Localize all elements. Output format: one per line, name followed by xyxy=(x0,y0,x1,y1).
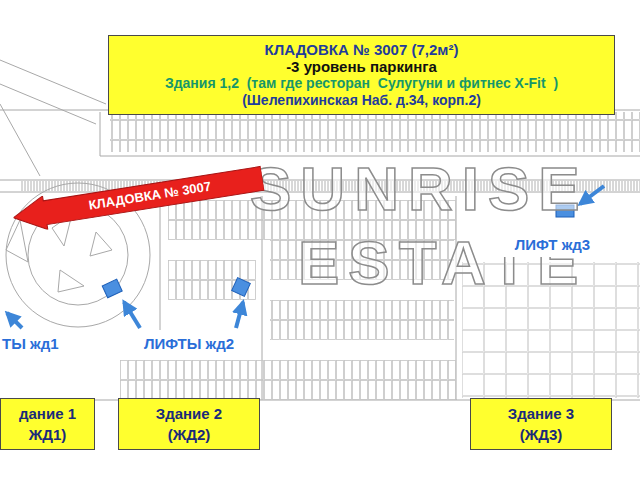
ramp-triangle xyxy=(6,220,28,262)
lift-pointer xyxy=(236,302,243,328)
info-banner: КЛАДОВКА № 3007 (7,2м²)-3 уровень паркин… xyxy=(108,35,615,115)
lift-label: ЛИФТ жд3 xyxy=(490,232,615,257)
wall xyxy=(0,104,40,176)
building-box: Здание 2 (ЖД2) xyxy=(118,398,260,450)
lift-pointer xyxy=(124,302,140,328)
wall xyxy=(0,84,96,124)
wall xyxy=(100,156,640,157)
lift-label: ЛИФТЫ жд2 xyxy=(120,331,258,356)
box-text: Здания 1,2 (там где ресторан Сулугуни и … xyxy=(165,75,558,92)
parking-stalls xyxy=(168,260,256,300)
building-box: дание 1 ЖД1) xyxy=(0,398,95,450)
parking-stalls xyxy=(110,112,640,152)
box-text: ТЫ жд1 xyxy=(2,335,59,353)
box-text: Здание 3 (ЖД3) xyxy=(498,403,584,445)
wall xyxy=(160,196,161,330)
building-box: Здание 3 (ЖД3) xyxy=(470,398,612,450)
watermark: SUNRISE xyxy=(250,158,589,220)
lift-icon xyxy=(232,278,251,297)
arrow-body xyxy=(11,161,265,234)
box-text: Здание 2 (ЖД2) xyxy=(146,403,232,445)
box-text: КЛАДОВКА № 3007 (7,2м²) xyxy=(265,41,459,58)
box-text: -3 уровень паркинга xyxy=(286,58,437,75)
lift-label: ТЫ жд1 xyxy=(0,331,71,356)
parking-stalls xyxy=(120,360,456,400)
wall xyxy=(0,60,106,104)
box-text: дание 1 ЖД1) xyxy=(12,403,84,445)
parking-stalls xyxy=(270,300,454,340)
lift-pointer xyxy=(7,313,22,328)
lift-icon xyxy=(102,279,122,298)
box-text: ЛИФТ жд3 xyxy=(515,236,590,254)
ramp-triangle xyxy=(58,270,84,292)
wall xyxy=(100,112,101,156)
box-text: ЛИФТЫ жд2 xyxy=(144,335,234,353)
ramp-triangle xyxy=(90,232,112,256)
box-text: (Шелепихинская Наб. д.34, корп.2) xyxy=(242,92,481,109)
